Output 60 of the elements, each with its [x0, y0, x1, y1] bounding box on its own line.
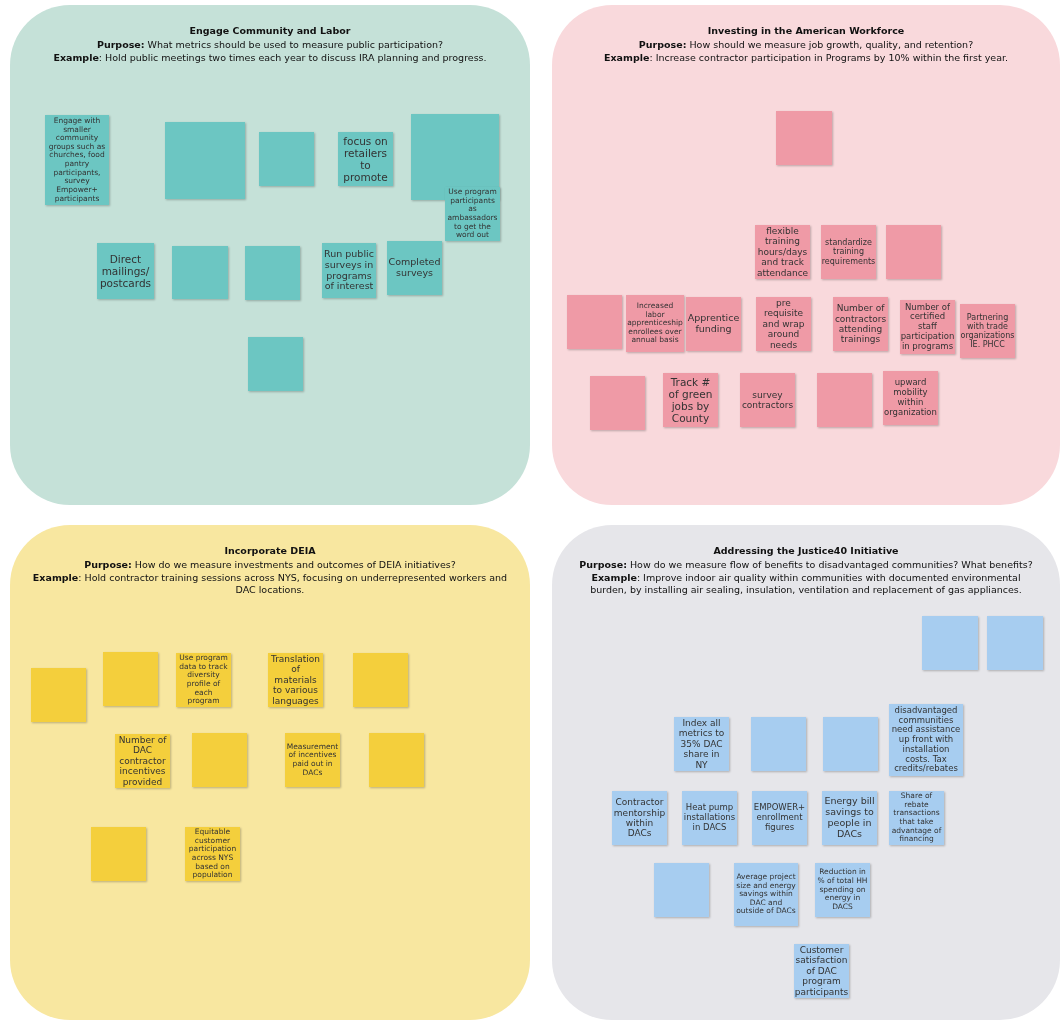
sticky-note — [751, 717, 806, 771]
sticky-note — [91, 827, 146, 881]
example-text: Example: Increase contractor participation in Programs by 10% within the first year. — [602, 51, 1009, 65]
purpose-text: Purpose: How should we measure job growth, quality, and retention? — [637, 39, 975, 52]
sticky-note: Partnering with trade organizations IE. PHCC — [960, 304, 1015, 358]
sticky-note — [192, 733, 247, 787]
sticky-note: Run public surveys in programs of interest — [322, 243, 376, 298]
sticky-note: Contractor mentorship within DACs — [612, 791, 667, 845]
sticky-note — [654, 863, 709, 917]
purpose-text: Purpose: How do we measure investments and outcomes of DEIA initiatives? — [83, 559, 457, 572]
sticky-note: Customer satisfaction of DAC program participants — [794, 944, 849, 998]
sticky-note: Direct mailings/ postcards — [97, 243, 154, 299]
sticky-note: disadvantaged communities need assistance up front with installation costs. Tax credits/rebates — [889, 704, 963, 776]
sticky-note: pre requisite and wrap around needs — [756, 297, 811, 351]
sticky-note: Apprentice funding — [686, 297, 741, 351]
sticky-note: focus on retailers to promote — [338, 132, 393, 186]
example-text: Example: Hold public meetings two times each year to discuss IRA planning and progress. — [52, 51, 488, 65]
sticky-note: standardize training requirements — [821, 225, 876, 279]
sticky-note: survey contractors — [740, 373, 795, 427]
sticky-note — [259, 132, 314, 186]
panel-title: Incorporate DEIA — [223, 545, 317, 558]
sticky-note — [823, 717, 878, 771]
example-text: Example: Improve indoor air quality within communities with documented environmental burden, by installing air sealing, insulation, ventilation and replacement of gas appliances. — [589, 571, 1023, 597]
sticky-note — [165, 122, 245, 199]
sticky-note — [353, 653, 408, 707]
purpose-text: Purpose: What metrics should be used to measure public participation? — [95, 39, 445, 52]
sticky-note: Track # of green jobs by County — [663, 373, 718, 427]
sticky-note: Energy bill savings to people in DACs — [822, 791, 877, 845]
sticky-note: Heat pump installations in DACS — [682, 791, 737, 845]
sticky-note: Completed surveys — [387, 241, 442, 295]
sticky-note: Index all metrics to 35% DAC share in NY — [674, 717, 729, 771]
panel-background — [10, 5, 530, 505]
panel-background — [552, 525, 1060, 1020]
sticky-note — [248, 337, 303, 391]
sticky-note — [590, 376, 645, 430]
sticky-note — [31, 668, 86, 722]
sticky-note: Number of certified staff participation in programs — [900, 300, 955, 354]
sticky-note: Number of DAC contractor incentives provided — [115, 734, 170, 788]
sticky-note: upward mobility within organization — [883, 371, 938, 425]
sticky-note — [172, 246, 228, 299]
sticky-note — [817, 373, 872, 427]
sticky-note: Translation of materials to various languages — [268, 653, 323, 707]
sticky-note — [245, 246, 300, 300]
sticky-note — [776, 111, 832, 165]
panel-title: Engage Community and Labor — [188, 25, 352, 38]
sticky-note — [987, 616, 1043, 670]
panel-title: Addressing the Justice40 Initiative — [712, 545, 900, 558]
purpose-text: Purpose: How do we measure flow of benefits to disadvantaged communities? What benefits? — [578, 559, 1034, 572]
sticky-note: Number of contractors attending trainings — [833, 297, 888, 351]
sticky-note: flexible training hours/days and track attendance — [755, 225, 810, 279]
sticky-note — [922, 616, 978, 670]
panel-background — [552, 5, 1060, 505]
sticky-note — [886, 225, 941, 279]
panel-title: Investing in the American Workforce — [706, 25, 906, 38]
panel-background — [10, 525, 530, 1020]
sticky-note — [103, 652, 158, 706]
example-text: Example: Hold contractor training sessions across NYS, focusing on underrepresented workers and DAC locations. — [31, 571, 509, 597]
sticky-note — [369, 733, 424, 787]
sticky-note: EMPOWER+ enrollment figures — [752, 791, 807, 845]
sticky-note — [567, 295, 622, 349]
